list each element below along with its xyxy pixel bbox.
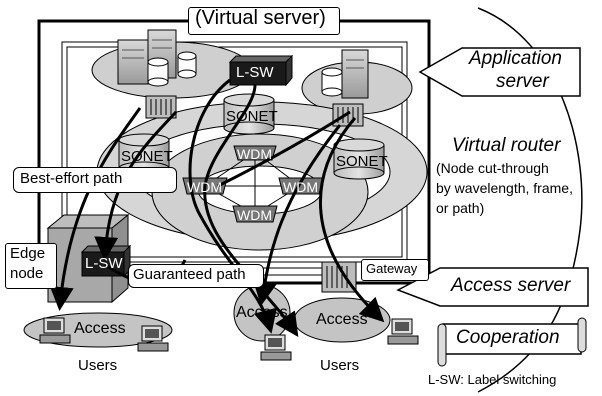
- computer-icon: [137, 325, 169, 352]
- guaranteed-path-box: [128, 264, 264, 288]
- sonet-label: SONET: [226, 108, 278, 125]
- scroll-icon: [437, 317, 587, 367]
- access-label: Access: [74, 320, 126, 337]
- virtual-router-note: or path): [436, 200, 485, 216]
- router-icon: [145, 95, 177, 119]
- wdm-label: WDM: [237, 146, 272, 162]
- edge-node-label: Edge: [10, 245, 46, 262]
- wdm-node: [232, 205, 278, 223]
- guaranteed-path-label: Guaranteed path: [133, 266, 246, 283]
- edge-node-box: [46, 213, 130, 304]
- virtual-router-note: by wavelength, frame,: [436, 180, 573, 196]
- virtual-router-label: Virtual router: [452, 135, 561, 156]
- users-label: Users: [320, 357, 360, 374]
- virtual-server-title: (Virtual server): [195, 7, 326, 29]
- edge-node-label: node: [10, 265, 44, 282]
- server-icon: [341, 49, 369, 99]
- database-icon: [321, 67, 343, 97]
- wdm-label: WDM: [237, 207, 272, 223]
- cooperation-label: Cooperation: [456, 327, 560, 348]
- best-effort-path-label: Best-effort path: [20, 170, 123, 187]
- lsw-legend: L-SW: Label switching: [428, 372, 557, 387]
- database-icon: [147, 57, 169, 87]
- virtual-server-label: [188, 7, 340, 35]
- wdm-label: WDM: [283, 179, 318, 195]
- computer-icon: [387, 318, 419, 345]
- sonet-node: [333, 138, 385, 180]
- application-server-label: server: [496, 71, 549, 92]
- computer-icon: [260, 334, 292, 361]
- wdm-label: WDM: [187, 179, 222, 195]
- application-server-callout: [418, 47, 581, 97]
- sonet-label: SONET: [121, 148, 173, 165]
- gateway-box: [361, 259, 429, 281]
- access-label: Access: [316, 311, 368, 328]
- lsw-label: L-SW: [236, 64, 274, 81]
- users-label: Users: [78, 357, 118, 374]
- computer-icon: [39, 317, 71, 344]
- access-label: Access: [236, 304, 288, 321]
- best-effort-path-box: [13, 167, 177, 193]
- database-icon: [177, 51, 197, 79]
- gateway-label: Gateway: [366, 261, 418, 276]
- lsw-switch-icon: [228, 54, 294, 87]
- sonet-label: SONET: [336, 153, 388, 170]
- access-server-callout: [396, 267, 589, 307]
- lsw-label: L-SW: [85, 255, 123, 272]
- wdm-node: [278, 177, 324, 195]
- virtual-router-note: (Node cut-through: [436, 160, 549, 176]
- application-server-label: Application: [469, 48, 562, 69]
- wdm-node: [233, 145, 277, 161]
- edge-node-box-label: [5, 243, 57, 289]
- access-server-label: Access server: [451, 275, 571, 296]
